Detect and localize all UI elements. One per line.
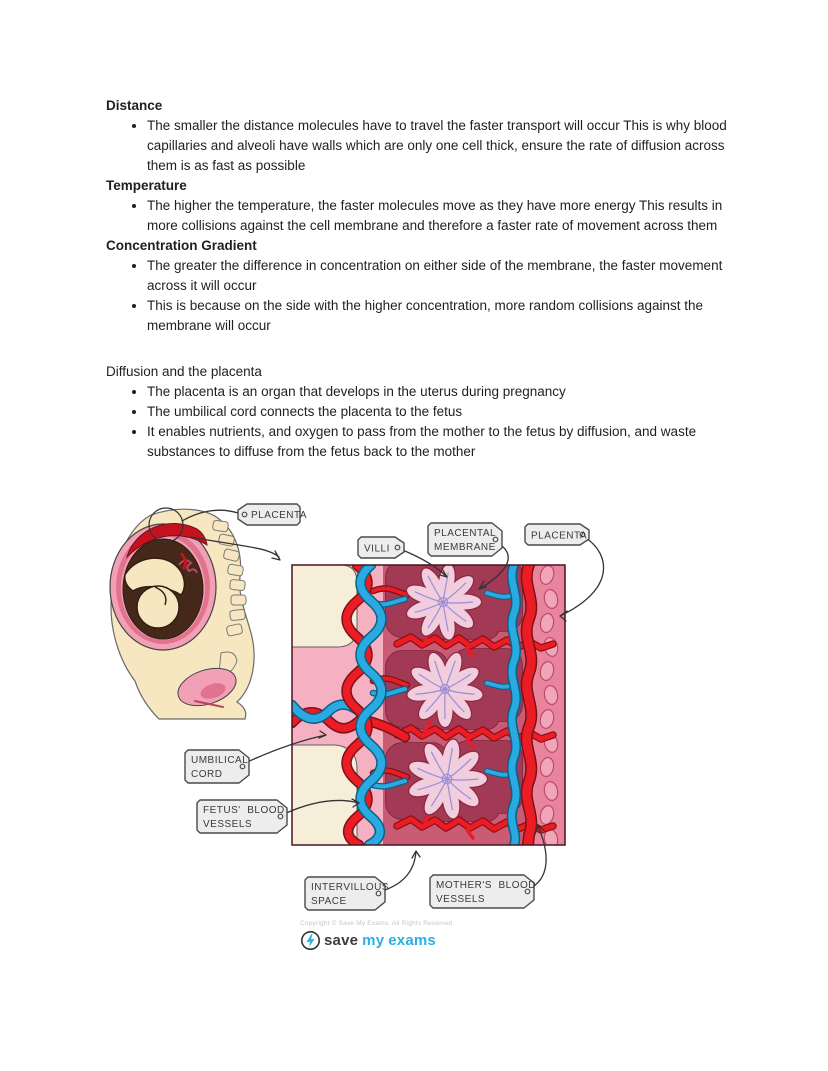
- bullet-list: The smaller the distance molecules have …: [106, 116, 738, 176]
- svg-text:SPACE: SPACE: [311, 896, 347, 907]
- mothers-vessels: [484, 565, 538, 845]
- tag-intervillous-space: INTERVILLOUS SPACE: [304, 876, 389, 911]
- notes-section: Concentration Gradient The greater the d…: [106, 236, 738, 336]
- logo-word-save: save: [324, 932, 359, 949]
- tag-mothers-blood-vessels: MOTHER'S BLOOD VESSELS: [429, 874, 536, 909]
- logo-word-exams: exams: [388, 932, 436, 949]
- notes-text-block: Distance The smaller the distance molecu…: [106, 96, 738, 462]
- tag-villi: VILLI: [357, 536, 405, 559]
- arrow-fetus-blood-vessels: [283, 798, 360, 815]
- arrow-villi: [399, 548, 448, 578]
- bullet-item: It enables nutrients, and oxygen to pass…: [147, 422, 738, 462]
- tag-umbilical-cord: UMBILICAL CORD: [184, 749, 250, 784]
- svg-text:PLACENTA: PLACENTA: [531, 531, 587, 542]
- bullet-item: The higher the temperature, the faster m…: [147, 196, 738, 236]
- cervix-region: [177, 667, 237, 708]
- notes-section: Diffusion and the placenta The placenta …: [106, 362, 738, 462]
- section-heading: Diffusion and the placenta: [106, 364, 262, 379]
- bullet-item: This is because on the side with the hig…: [147, 296, 738, 336]
- uterus: [109, 523, 217, 651]
- lightning-bolt-icon: [301, 931, 320, 950]
- placenta-cross-section: [291, 564, 566, 846]
- bullet-item: The smaller the distance molecules have …: [147, 116, 738, 176]
- umbilical-cord-vessels: [292, 565, 411, 845]
- svg-text:MEMBRANE: MEMBRANE: [434, 542, 496, 553]
- svg-text:PLACENTAL: PLACENTAL: [434, 528, 496, 539]
- arrow-intervillous-space: [381, 850, 421, 892]
- arrow-placenta-left: [181, 509, 239, 522]
- spine-vertebrae: [212, 519, 247, 675]
- notes-section: Distance The smaller the distance molecu…: [106, 96, 738, 176]
- arrow-umbilical-cord: [244, 730, 327, 764]
- tag-placenta-right: PLACENTA: [524, 523, 590, 546]
- arrow-placental-membrane: [478, 542, 509, 590]
- tag-fetus-blood-vessels: FETUS' BLOOD VESSELS: [196, 799, 288, 834]
- tag-placenta-left: PLACENTA: [237, 503, 307, 526]
- bullet-list: The placenta is an organ that develops i…: [106, 382, 738, 462]
- bullet-list: The higher the temperature, the faster m…: [106, 196, 738, 236]
- svg-text:MOTHER'S BLOOD: MOTHER'S BLOOD: [436, 880, 536, 891]
- label-tags: PLACENTA VILLI PLACENTAL MEMBRANE PLACEN…: [184, 503, 590, 911]
- annotation-arrows: [181, 509, 605, 892]
- fetus: [124, 552, 198, 629]
- cross-section-border: [291, 564, 566, 846]
- svg-text:FETUS' BLOOD: FETUS' BLOOD: [203, 805, 285, 816]
- arrow-placenta-right: [559, 537, 605, 622]
- svg-text:UMBILICAL: UMBILICAL: [191, 755, 248, 766]
- copyright-text: Copyright © Save My Exams. All Rights Re…: [300, 920, 453, 927]
- bullet-item: The greater the difference in concentrat…: [147, 256, 738, 296]
- svg-text:CORD: CORD: [191, 769, 222, 780]
- tag-placental-membrane: PLACENTAL MEMBRANE: [427, 522, 503, 557]
- placenta-highlight-circle: [148, 507, 184, 543]
- logo-word-my: my: [362, 932, 385, 949]
- fetal-tissue: [292, 565, 358, 845]
- svg-text:PLACENTA: PLACENTA: [251, 510, 307, 521]
- svg-text:VESSELS: VESSELS: [203, 819, 252, 830]
- arrow-mothers-blood-vessels: [530, 825, 547, 889]
- svg-text:INTERVILLOUS: INTERVILLOUS: [311, 882, 389, 893]
- placenta-in-uterus: [125, 523, 208, 559]
- svg-text:VESSELS: VESSELS: [436, 894, 485, 905]
- notes-section: Temperature The higher the temperature, …: [106, 176, 738, 236]
- bullet-item: The umbilical cord connects the placenta…: [147, 402, 738, 422]
- placenta-diagram: PLACENTA VILLI PLACENTAL MEMBRANE PLACEN…: [109, 503, 605, 911]
- fetus-in-uterus-illustration: [109, 507, 255, 720]
- bullet-list: The greater the difference in concentrat…: [106, 256, 738, 336]
- arrow-zoom-to-detail: [190, 536, 281, 561]
- bullet-item: The placenta is an organ that develops i…: [147, 382, 738, 402]
- svg-text:VILLI: VILLI: [364, 544, 390, 555]
- section-heading: Distance: [106, 98, 163, 113]
- section-heading: Concentration Gradient: [106, 238, 257, 253]
- section-heading: Temperature: [106, 178, 187, 193]
